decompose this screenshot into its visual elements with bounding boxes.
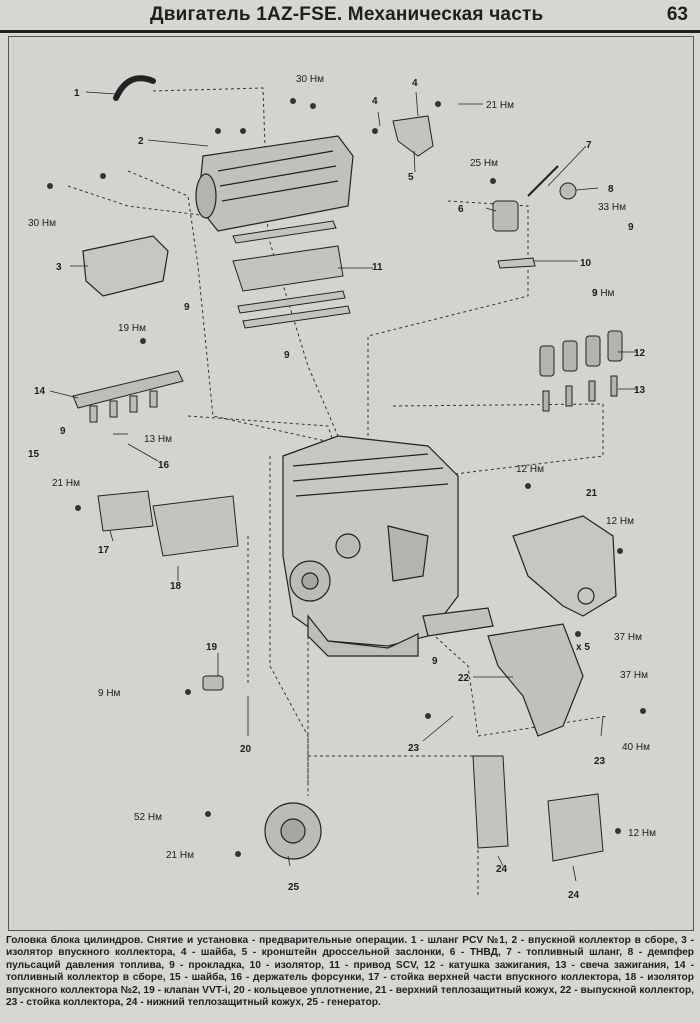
callout-16: 16: [158, 460, 170, 471]
engine-exploded-diagram: 1 2 3 4 4 5 6 7 8 9 9 9 9 9 9 10 11 12 1…: [28, 74, 656, 901]
callout-23b: 23: [594, 756, 606, 767]
torque-9a: 9 Нм: [592, 288, 615, 299]
callout-9f: 9: [592, 288, 598, 299]
callout-13: 13: [634, 385, 646, 396]
torque-37a: 37 Нм: [614, 632, 642, 643]
torque-19: 19 Нм: [118, 323, 146, 334]
fuel-rail: [72, 370, 184, 423]
torque-25: 25 Нм: [470, 158, 498, 169]
throttle-bracket: [392, 115, 434, 157]
figure-caption: Головка блока цилиндров. Снятие и устано…: [6, 935, 694, 1009]
callout-9b: 9: [184, 302, 190, 313]
callout-17: 17: [98, 545, 110, 556]
vvt-valve: [202, 675, 224, 691]
leader-lines: [49, 91, 638, 882]
callout-9a: 9: [628, 222, 634, 233]
exhaust-manifold: [422, 607, 584, 737]
torque-12c: 12 Нм: [628, 828, 656, 839]
pcv-hose: [113, 75, 156, 101]
fuel-pump: [492, 165, 577, 269]
torque-9b: 9 Нм: [98, 688, 121, 699]
torque-12a: 12 Нм: [516, 464, 544, 475]
callout-7: 7: [586, 140, 592, 151]
callout-2: 2: [138, 136, 144, 147]
torque-21b: 21 Нм: [52, 478, 80, 489]
manifold-insulator: [82, 235, 169, 297]
manifold-stay-insulator: [97, 490, 239, 557]
callout-9c: 9: [284, 350, 290, 361]
callout-6: 6: [458, 204, 464, 215]
callout-4b: 4: [412, 78, 418, 89]
callout-8: 8: [608, 184, 614, 195]
torque-30b: 30 Нм: [28, 218, 56, 229]
callout-3: 3: [56, 262, 62, 273]
torque-52: 52 Нм: [134, 812, 162, 823]
torque-30a: 30 Нм: [296, 74, 324, 85]
callout-12: 12: [634, 348, 646, 359]
torque-21a: 21 Нм: [486, 100, 514, 111]
heat-shield-lower: [472, 755, 604, 862]
gaskets-and-scv: [232, 220, 351, 329]
callout-9d: 9: [60, 426, 66, 437]
bolts: [47, 98, 646, 857]
intake-manifold: [195, 135, 354, 232]
callout-15: 15: [28, 449, 40, 460]
torque-40: 40 Нм: [622, 742, 650, 753]
callout-9e: 9: [432, 656, 438, 667]
torque-12b: 12 Нм: [606, 516, 634, 527]
torque-37b: 37 Нм: [620, 670, 648, 681]
callout-23a: 23: [408, 743, 420, 754]
torque-13: 13 Нм: [144, 434, 172, 445]
page-title: Двигатель 1AZ-FSE. Механическая часть: [150, 4, 544, 25]
callout-10: 10: [580, 258, 592, 269]
alternator: [264, 802, 322, 860]
callout-19: 19: [206, 642, 218, 653]
callout-14: 14: [34, 386, 46, 397]
callout-5: 5: [408, 172, 414, 183]
callout-21: 21: [586, 488, 598, 499]
callout-18: 18: [170, 581, 182, 592]
callout-20: 20: [240, 744, 252, 755]
callout-11: 11: [372, 262, 383, 273]
ignition-coils: [539, 330, 623, 412]
page-number: 63: [666, 4, 688, 25]
heat-shield-upper: [512, 515, 617, 617]
callout-x5: x 5: [576, 642, 590, 653]
page-header: Двигатель 1AZ-FSE. Механическая часть 63: [0, 0, 700, 33]
callout-24b: 24: [568, 890, 580, 901]
torque-21c: 21 Нм: [166, 850, 194, 861]
callout-25: 25: [288, 882, 300, 893]
torque-33: 33 Нм: [598, 202, 626, 213]
callout-24a: 24: [496, 864, 508, 875]
callout-22: 22: [458, 673, 470, 684]
callout-1: 1: [74, 88, 80, 99]
callout-4a: 4: [372, 96, 378, 107]
